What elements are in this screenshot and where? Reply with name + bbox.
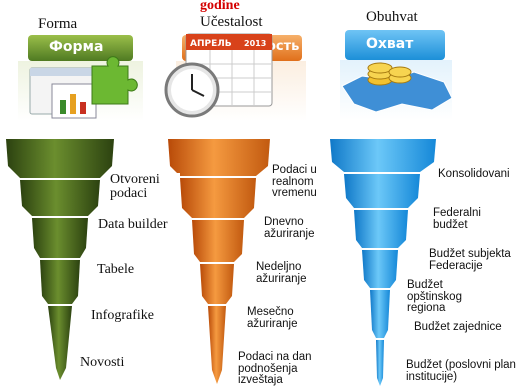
- coverage-level-label-4: Budžet opštinskog regiona: [407, 279, 475, 316]
- form-level-label-5: Novosti: [80, 355, 125, 371]
- form-level-label-2: Data builder: [98, 217, 168, 233]
- form-header: Forma: [38, 16, 78, 32]
- frequency-level-label-3: Nedeljno ažuriranje: [256, 261, 318, 286]
- coverage-level-label-6: Budžet (poslovni plan institucije): [406, 359, 516, 384]
- form-banner-title: Форма: [49, 39, 104, 55]
- frequency-level-label-1: Podaci u realnom vremenu: [272, 164, 332, 201]
- frequency-level-label-5: Podaci na dan podnošenja izveštaja: [238, 351, 318, 388]
- frequency-funnel-level-1: [168, 139, 270, 176]
- coverage-banner: [345, 30, 445, 60]
- coverage-level-label-3: Budžet subjekta Federacije: [429, 248, 525, 273]
- window-chart-icon: [29, 67, 97, 119]
- coins-icon: [367, 62, 412, 86]
- coverage-funnel-level-3: [354, 210, 408, 248]
- frequency-level-label-2: Dnevno ažuriranje: [264, 216, 326, 241]
- coverage-funnel-level-4: [362, 250, 398, 288]
- frequency-level-label-4: Mesečno ažuriranje: [247, 306, 309, 331]
- form-funnel-level-5: [48, 306, 72, 380]
- coverage-level-label-5: Budžet zajednice: [414, 321, 502, 334]
- form-funnel-level-1: [6, 139, 114, 178]
- coverage-level-label-1: Konsolidovani: [438, 168, 510, 181]
- coverage-funnel-level-5: [370, 290, 390, 338]
- coverage-funnel-level-6: [376, 340, 384, 386]
- form-level-label-4: Infografike: [91, 308, 154, 324]
- frequency-funnel-level-4: [200, 264, 234, 304]
- coverage-funnel-level-2: [344, 174, 420, 208]
- frequency-funnel-level-5: [208, 306, 226, 384]
- frequency-top-label: godine: [200, 0, 240, 13]
- form-funnel: [6, 139, 114, 380]
- puzzle-icon: [91, 56, 138, 105]
- coverage-funnel: [330, 139, 436, 386]
- coverage-header: Obuhvat: [366, 9, 418, 25]
- clock-icon: [164, 62, 220, 118]
- calendar-year: 2013: [244, 39, 266, 48]
- frequency-funnel: [168, 139, 270, 384]
- form-funnel-level-3: [32, 218, 88, 258]
- coverage-banner-title: Охват: [366, 36, 414, 52]
- coverage-funnel-level-1: [330, 139, 436, 172]
- calendar-month: АПРЕЛЬ: [190, 39, 232, 49]
- frequency-funnel-level-2: [180, 178, 256, 218]
- coverage-level-label-2: Federalni budžet: [433, 207, 503, 232]
- form-funnel-level-4: [40, 260, 80, 304]
- form-level-label-3: Tabele: [97, 262, 135, 278]
- frequency-header: Učestalost: [200, 14, 263, 30]
- form-banner: [28, 35, 133, 61]
- frequency-funnel-level-3: [192, 220, 244, 262]
- form-level-label-1: Otvoreni podaci: [110, 172, 180, 202]
- form-funnel-level-2: [20, 180, 100, 216]
